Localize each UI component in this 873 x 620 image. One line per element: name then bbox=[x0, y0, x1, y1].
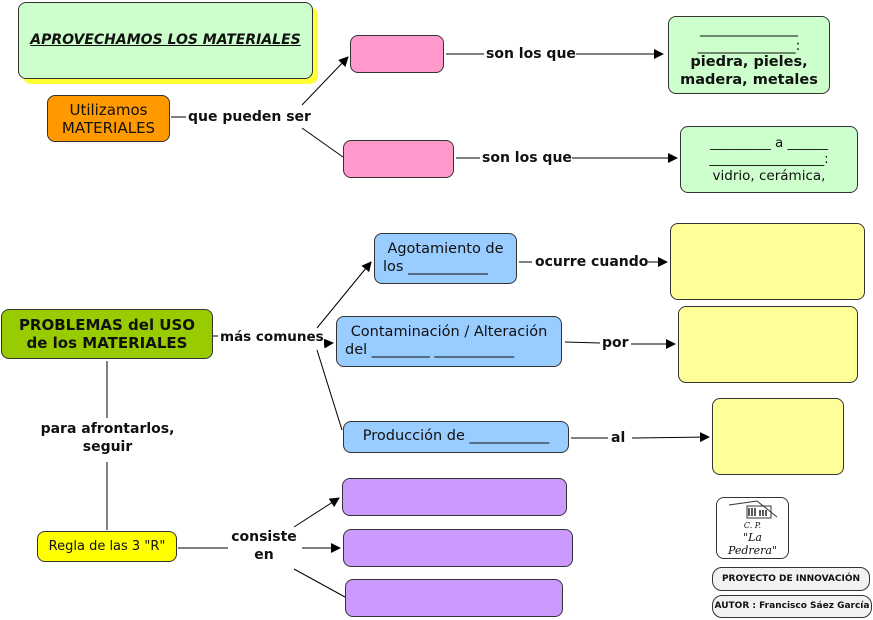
answer-r-3[interactable] bbox=[345, 579, 563, 617]
problem-depletion-node: Agotamiento de los ___________ bbox=[374, 233, 517, 284]
page-title: APROVECHAMOS LOS MATERIALES bbox=[30, 32, 301, 49]
problems-root-label: PROBLEMAS del USO de los MATERIALES bbox=[18, 316, 196, 352]
link-label-to-face-them: para afrontarlos, seguir bbox=[35, 420, 180, 457]
link-label-by: por bbox=[602, 334, 629, 353]
link-label-consists-of: consiste en bbox=[228, 528, 300, 565]
answer-depletion-box[interactable] bbox=[670, 223, 865, 300]
connector-to-pink2 bbox=[301, 127, 344, 158]
answer-r-1[interactable] bbox=[342, 478, 567, 516]
school-building-icon bbox=[728, 500, 777, 519]
blank-line-1: ______________ bbox=[700, 20, 798, 37]
blank-material-type-2[interactable] bbox=[343, 140, 454, 178]
problem-text-1: Contaminación / Alteración bbox=[350, 324, 548, 341]
author-badge: AUTOR : Francisco Sáez García bbox=[712, 595, 872, 618]
problem-production-node: Producción de ___________ bbox=[343, 421, 569, 453]
link-label-occurs-when: ocurre cuando bbox=[535, 253, 649, 272]
examples-text: piedra, pieles, madera, metales bbox=[680, 54, 818, 88]
connector-to-purple1 bbox=[293, 497, 340, 528]
blank-line-2: ______________: bbox=[697, 37, 801, 54]
problem-text-2: los ___________ bbox=[383, 258, 488, 275]
title-box: APROVECHAMOS LOS MATERIALES bbox=[18, 2, 313, 79]
examples-text: vidrio, cerámica, bbox=[712, 167, 826, 184]
rule-3r-label: Regla de las 3 "R" bbox=[48, 538, 166, 554]
blank-line-2: _________________: bbox=[709, 151, 829, 168]
problem-text-2: del ________ ___________ bbox=[345, 341, 515, 358]
problem-pollution-node: Contaminación / Alteración del ________ … bbox=[336, 316, 562, 367]
connector-cont-link bbox=[564, 341, 601, 344]
link-label-when: al bbox=[611, 429, 626, 448]
materials-root-label: Utilizamos MATERIALES bbox=[61, 100, 156, 137]
connector-to-purple3 bbox=[293, 568, 346, 598]
problems-root-node: PROBLEMAS del USO de los MATERIALES bbox=[1, 309, 213, 359]
connector-prod-answer bbox=[631, 432, 710, 443]
school-logo: C. P. "La Pedrera" bbox=[716, 497, 789, 559]
link-label-most-common: más comunes bbox=[220, 329, 324, 347]
logo-text-2: "La Pedrera" bbox=[727, 530, 778, 557]
link-label-are-those-2: son los que bbox=[482, 149, 572, 168]
connector-to-pink1 bbox=[301, 56, 349, 106]
link-label-are-those-1: son los que bbox=[486, 45, 576, 64]
link-label-can-be: que pueden ser bbox=[188, 108, 311, 127]
answer-r-2[interactable] bbox=[343, 529, 573, 567]
answer-production-box[interactable] bbox=[712, 398, 844, 475]
connector-to-agotamiento bbox=[316, 261, 372, 329]
answer-pollution-box[interactable] bbox=[678, 306, 858, 383]
project-label: PROYECTO DE INNOVACIÓN bbox=[721, 573, 861, 584]
blank-line-1: _________ a ______ bbox=[709, 135, 829, 152]
project-badge: PROYECTO DE INNOVACIÓN bbox=[712, 567, 870, 591]
examples-natural-node: ______________ ______________: piedra, p… bbox=[668, 16, 830, 94]
problem-text-1: Producción de ___________ bbox=[362, 428, 550, 445]
materials-root-node: Utilizamos MATERIALES bbox=[47, 95, 170, 142]
connector-to-produccion bbox=[316, 349, 343, 431]
author-label: AUTOR : Francisco Sáez García bbox=[714, 601, 870, 612]
problem-text-1: Agotamiento de bbox=[387, 241, 504, 258]
logo-text-1: C. P. bbox=[743, 521, 762, 531]
rule-3r-node: Regla de las 3 "R" bbox=[37, 531, 177, 562]
examples-artificial-node: _________ a ______ _________________: vi… bbox=[680, 126, 858, 193]
blank-material-type-1[interactable] bbox=[350, 35, 444, 73]
